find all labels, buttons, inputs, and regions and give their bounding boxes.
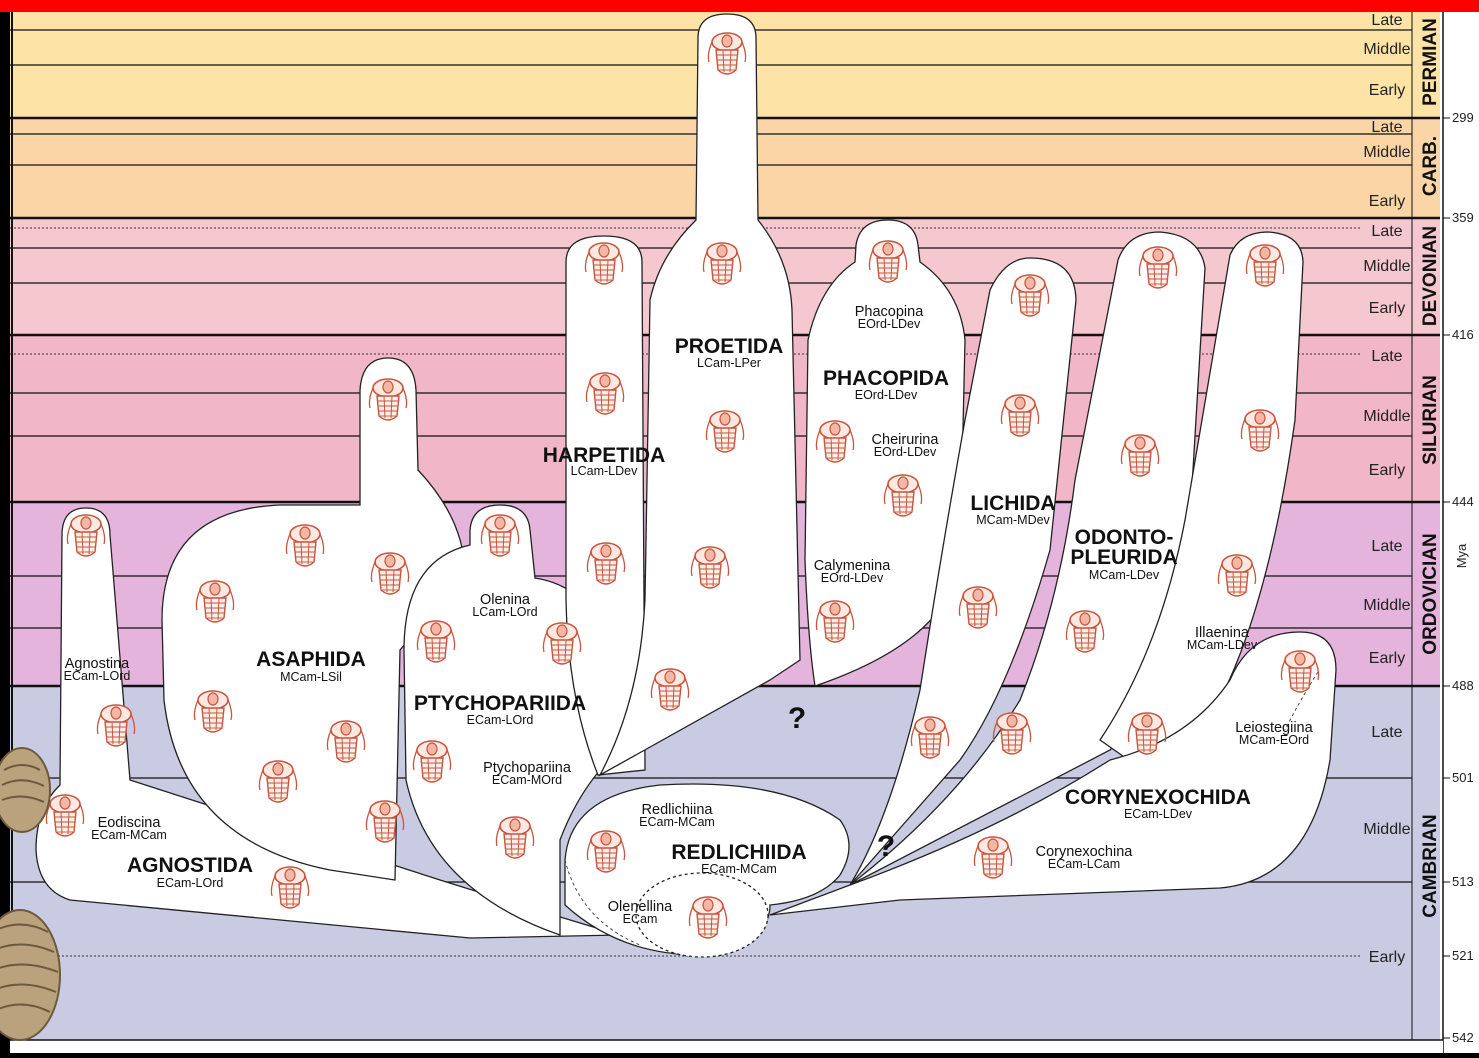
mya-tick-label: 359 xyxy=(1452,210,1474,225)
order-name: PROETIDA xyxy=(675,335,784,358)
suborder-range: EOrd-LDev xyxy=(821,571,884,585)
mya-tick-label: 513 xyxy=(1452,874,1474,889)
order-range: ECam-LDev xyxy=(1124,807,1193,821)
suborder-range: MCam-LDev xyxy=(1187,638,1258,652)
uncertainty-mark: ? xyxy=(877,830,895,863)
order-range: ECam-LOrd xyxy=(467,713,534,727)
order-range: MCam-LSil xyxy=(280,670,342,684)
period-label: PERMIAN xyxy=(1420,18,1441,106)
mya-tick-label: 299 xyxy=(1452,110,1474,125)
suborder-range: ECam-LCam xyxy=(1048,857,1120,871)
order-name: AGNOSTIDA xyxy=(127,854,253,877)
order-range: LCam-LPer xyxy=(697,356,761,370)
epoch-label: Early xyxy=(1369,462,1405,479)
epoch-label: Late xyxy=(1371,538,1402,555)
suborder-range: LCam-LOrd xyxy=(472,605,537,619)
period-label: ORDOVICIAN xyxy=(1420,533,1441,654)
order-name: CORYNEXOCHIDA xyxy=(1065,786,1251,809)
order-name: ASAPHIDA xyxy=(256,648,366,671)
order-range: ECam-MCam xyxy=(701,862,777,876)
order-name-line2: PLEURIDA xyxy=(1070,546,1177,569)
period-label: DEVONIAN xyxy=(1420,226,1441,326)
epoch-label: Middle xyxy=(1363,41,1410,58)
epoch-label: Early xyxy=(1369,650,1405,667)
order-name: PTYCHOPARIIDA xyxy=(414,692,586,715)
epoch-label: Late xyxy=(1371,223,1402,240)
order-name: LICHIDA xyxy=(970,492,1055,515)
suborder-range: ECam-MCam xyxy=(639,815,715,829)
suborder-range: ECam-MOrd xyxy=(492,773,562,787)
epoch-label: Early xyxy=(1369,193,1405,210)
suborder-range: EOrd-LDev xyxy=(858,317,921,331)
mya-tick-label: 501 xyxy=(1452,770,1474,785)
suborder-range: ECam xyxy=(623,912,658,926)
period-label: CARB. xyxy=(1420,136,1441,196)
epoch-label: Early xyxy=(1369,82,1405,99)
period-label: CAMBRIAN xyxy=(1420,814,1441,917)
order-range: MCam-MDev xyxy=(976,513,1050,527)
bottom-strip xyxy=(10,1040,1443,1053)
epoch-label: Middle xyxy=(1363,597,1410,614)
order-range: LCam-LDev xyxy=(571,464,638,478)
order-range: ECam-LOrd xyxy=(157,876,224,890)
mya-tick-label: 416 xyxy=(1452,327,1474,342)
epoch-label: Middle xyxy=(1363,258,1410,275)
order-name: PHACOPIDA xyxy=(823,367,949,390)
epoch-label: Early xyxy=(1369,300,1405,317)
uncertainty-mark: ? xyxy=(788,702,806,735)
epoch-label: Late xyxy=(1371,119,1402,136)
order-range: EOrd-LDev xyxy=(855,388,918,402)
epoch-label: Middle xyxy=(1363,408,1410,425)
suborder-range: MCam-EOrd xyxy=(1239,733,1309,747)
mya-tick-label: 444 xyxy=(1452,494,1474,509)
suborder-range: ECam-MCam xyxy=(91,828,167,842)
mya-scale xyxy=(1440,0,1479,1053)
period-label: SILURIAN xyxy=(1420,375,1441,465)
epoch-label: Late xyxy=(1371,724,1402,741)
order-range: MCam-LDev xyxy=(1089,568,1160,582)
epoch-label: Middle xyxy=(1363,144,1410,161)
epoch-label: Late xyxy=(1371,348,1402,365)
mya-tick-label: 488 xyxy=(1452,678,1474,693)
epoch-label: Late xyxy=(1371,12,1402,29)
suborder-range: ECam-LOrd xyxy=(64,669,131,683)
epoch-label: Early xyxy=(1369,949,1405,966)
top-red-bar xyxy=(0,0,1479,12)
order-name: REDLICHIIDA xyxy=(671,841,806,864)
suborder-range: EOrd-LDev xyxy=(874,445,937,459)
mya-unit-label: Mya xyxy=(1454,543,1469,568)
epoch-label: Middle xyxy=(1363,821,1410,838)
mya-tick-label: 521 xyxy=(1452,948,1474,963)
mya-tick-label: 542 xyxy=(1452,1030,1474,1045)
